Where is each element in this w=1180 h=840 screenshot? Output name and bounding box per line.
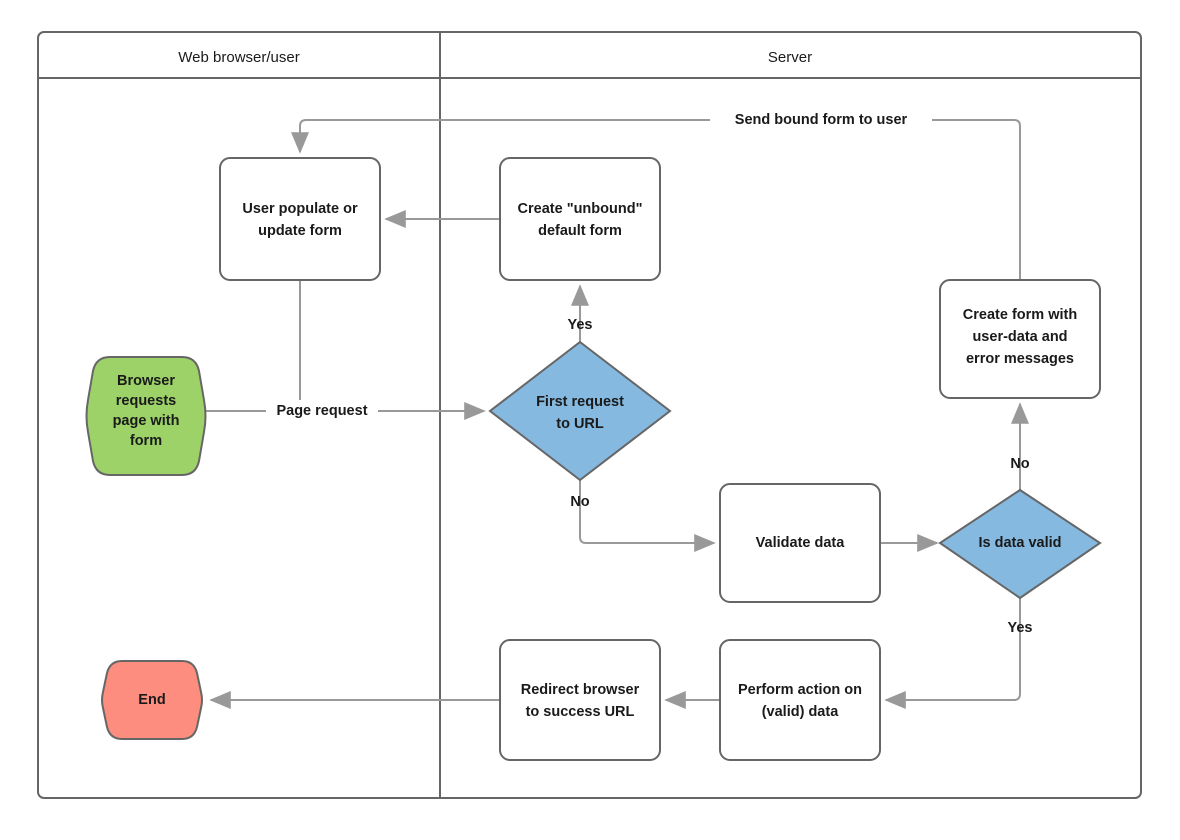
node-shape-decision bbox=[938, 488, 1102, 600]
node-create-form-with-user-data-and-error-messages[interactable]: Create form with user-data and error mes… bbox=[939, 279, 1101, 399]
node-label-line2: to success URL bbox=[526, 704, 635, 720]
node-shape-terminator bbox=[101, 660, 203, 740]
node-label-line2: to URL bbox=[556, 416, 604, 432]
node-label-line3: error messages bbox=[966, 351, 1074, 367]
node-label-line3: page with bbox=[113, 413, 180, 429]
node-user-populate-or-update-form[interactable]: User populate or update form bbox=[219, 157, 381, 281]
node-label-line1: Create "unbound" bbox=[518, 201, 643, 217]
node-label-line1: Validate data bbox=[756, 535, 846, 551]
node-label-line1: User populate or bbox=[242, 201, 358, 217]
node-shape-process bbox=[219, 157, 381, 281]
node-label-line1: Perform action on bbox=[738, 682, 862, 698]
node-shape-process bbox=[939, 279, 1101, 399]
edge-label-layer: Send bound form to user Page request Yes… bbox=[266, 109, 1033, 636]
node-shape-process bbox=[499, 157, 661, 281]
edge-label-send-bound-form: Send bound form to user bbox=[735, 112, 908, 128]
node-label-line2: default form bbox=[538, 223, 622, 239]
edge-is-data-valid-yes bbox=[884, 598, 1021, 709]
edge-first-request-no bbox=[579, 480, 716, 552]
node-label-line2: update form bbox=[258, 223, 342, 239]
node-browser-requests-page-with-form[interactable]: Browser requests page with form bbox=[85, 356, 207, 476]
edge-label-is-data-valid-yes: Yes bbox=[1008, 620, 1033, 636]
node-create-unbound-default-form[interactable]: Create "unbound" default form bbox=[499, 157, 661, 281]
node-validate-data[interactable]: Validate data bbox=[719, 483, 881, 603]
node-label-line1: Browser bbox=[117, 373, 175, 389]
node-label-line1: Create form with bbox=[963, 307, 1077, 323]
node-shape-process bbox=[719, 483, 881, 603]
edge-label-first-request-yes: Yes bbox=[568, 317, 593, 333]
node-end[interactable]: End bbox=[101, 660, 203, 740]
node-label-line1: End bbox=[138, 692, 165, 708]
lane-title-server: Server bbox=[768, 49, 812, 66]
node-is-data-valid[interactable]: Is data valid bbox=[938, 488, 1102, 600]
edge-label-is-data-valid-no: No bbox=[1010, 456, 1029, 472]
node-label-line1: First request bbox=[536, 394, 624, 410]
edge-label-bg-page-request bbox=[266, 400, 378, 421]
node-label-line1: Redirect browser bbox=[521, 682, 640, 698]
node-first-request-to-url[interactable]: First request to URL bbox=[488, 340, 672, 482]
edge-label-first-request-no: No bbox=[570, 494, 589, 510]
node-shape-process bbox=[499, 639, 661, 761]
node-label-line2: user-data and bbox=[972, 329, 1067, 345]
edge-label-bg-send-bound-form bbox=[710, 109, 932, 130]
node-shape-terminator bbox=[85, 356, 207, 476]
node-label-line2: (valid) data bbox=[762, 704, 839, 720]
node-redirect-browser-to-success-url[interactable]: Redirect browser to success URL bbox=[499, 639, 661, 761]
edge-label-page-request: Page request bbox=[276, 403, 367, 419]
node-perform-action-on-valid-data[interactable]: Perform action on (valid) data bbox=[719, 639, 881, 761]
node-shape-process bbox=[719, 639, 881, 761]
node-label-line1: Is data valid bbox=[978, 535, 1061, 551]
lane-title-browser: Web browser/user bbox=[178, 49, 299, 66]
node-label-line4: form bbox=[130, 433, 162, 449]
node-label-line2: requests bbox=[116, 393, 176, 409]
node-shape-decision bbox=[488, 340, 672, 482]
edge-send-bound-form-to-user bbox=[291, 119, 1021, 280]
